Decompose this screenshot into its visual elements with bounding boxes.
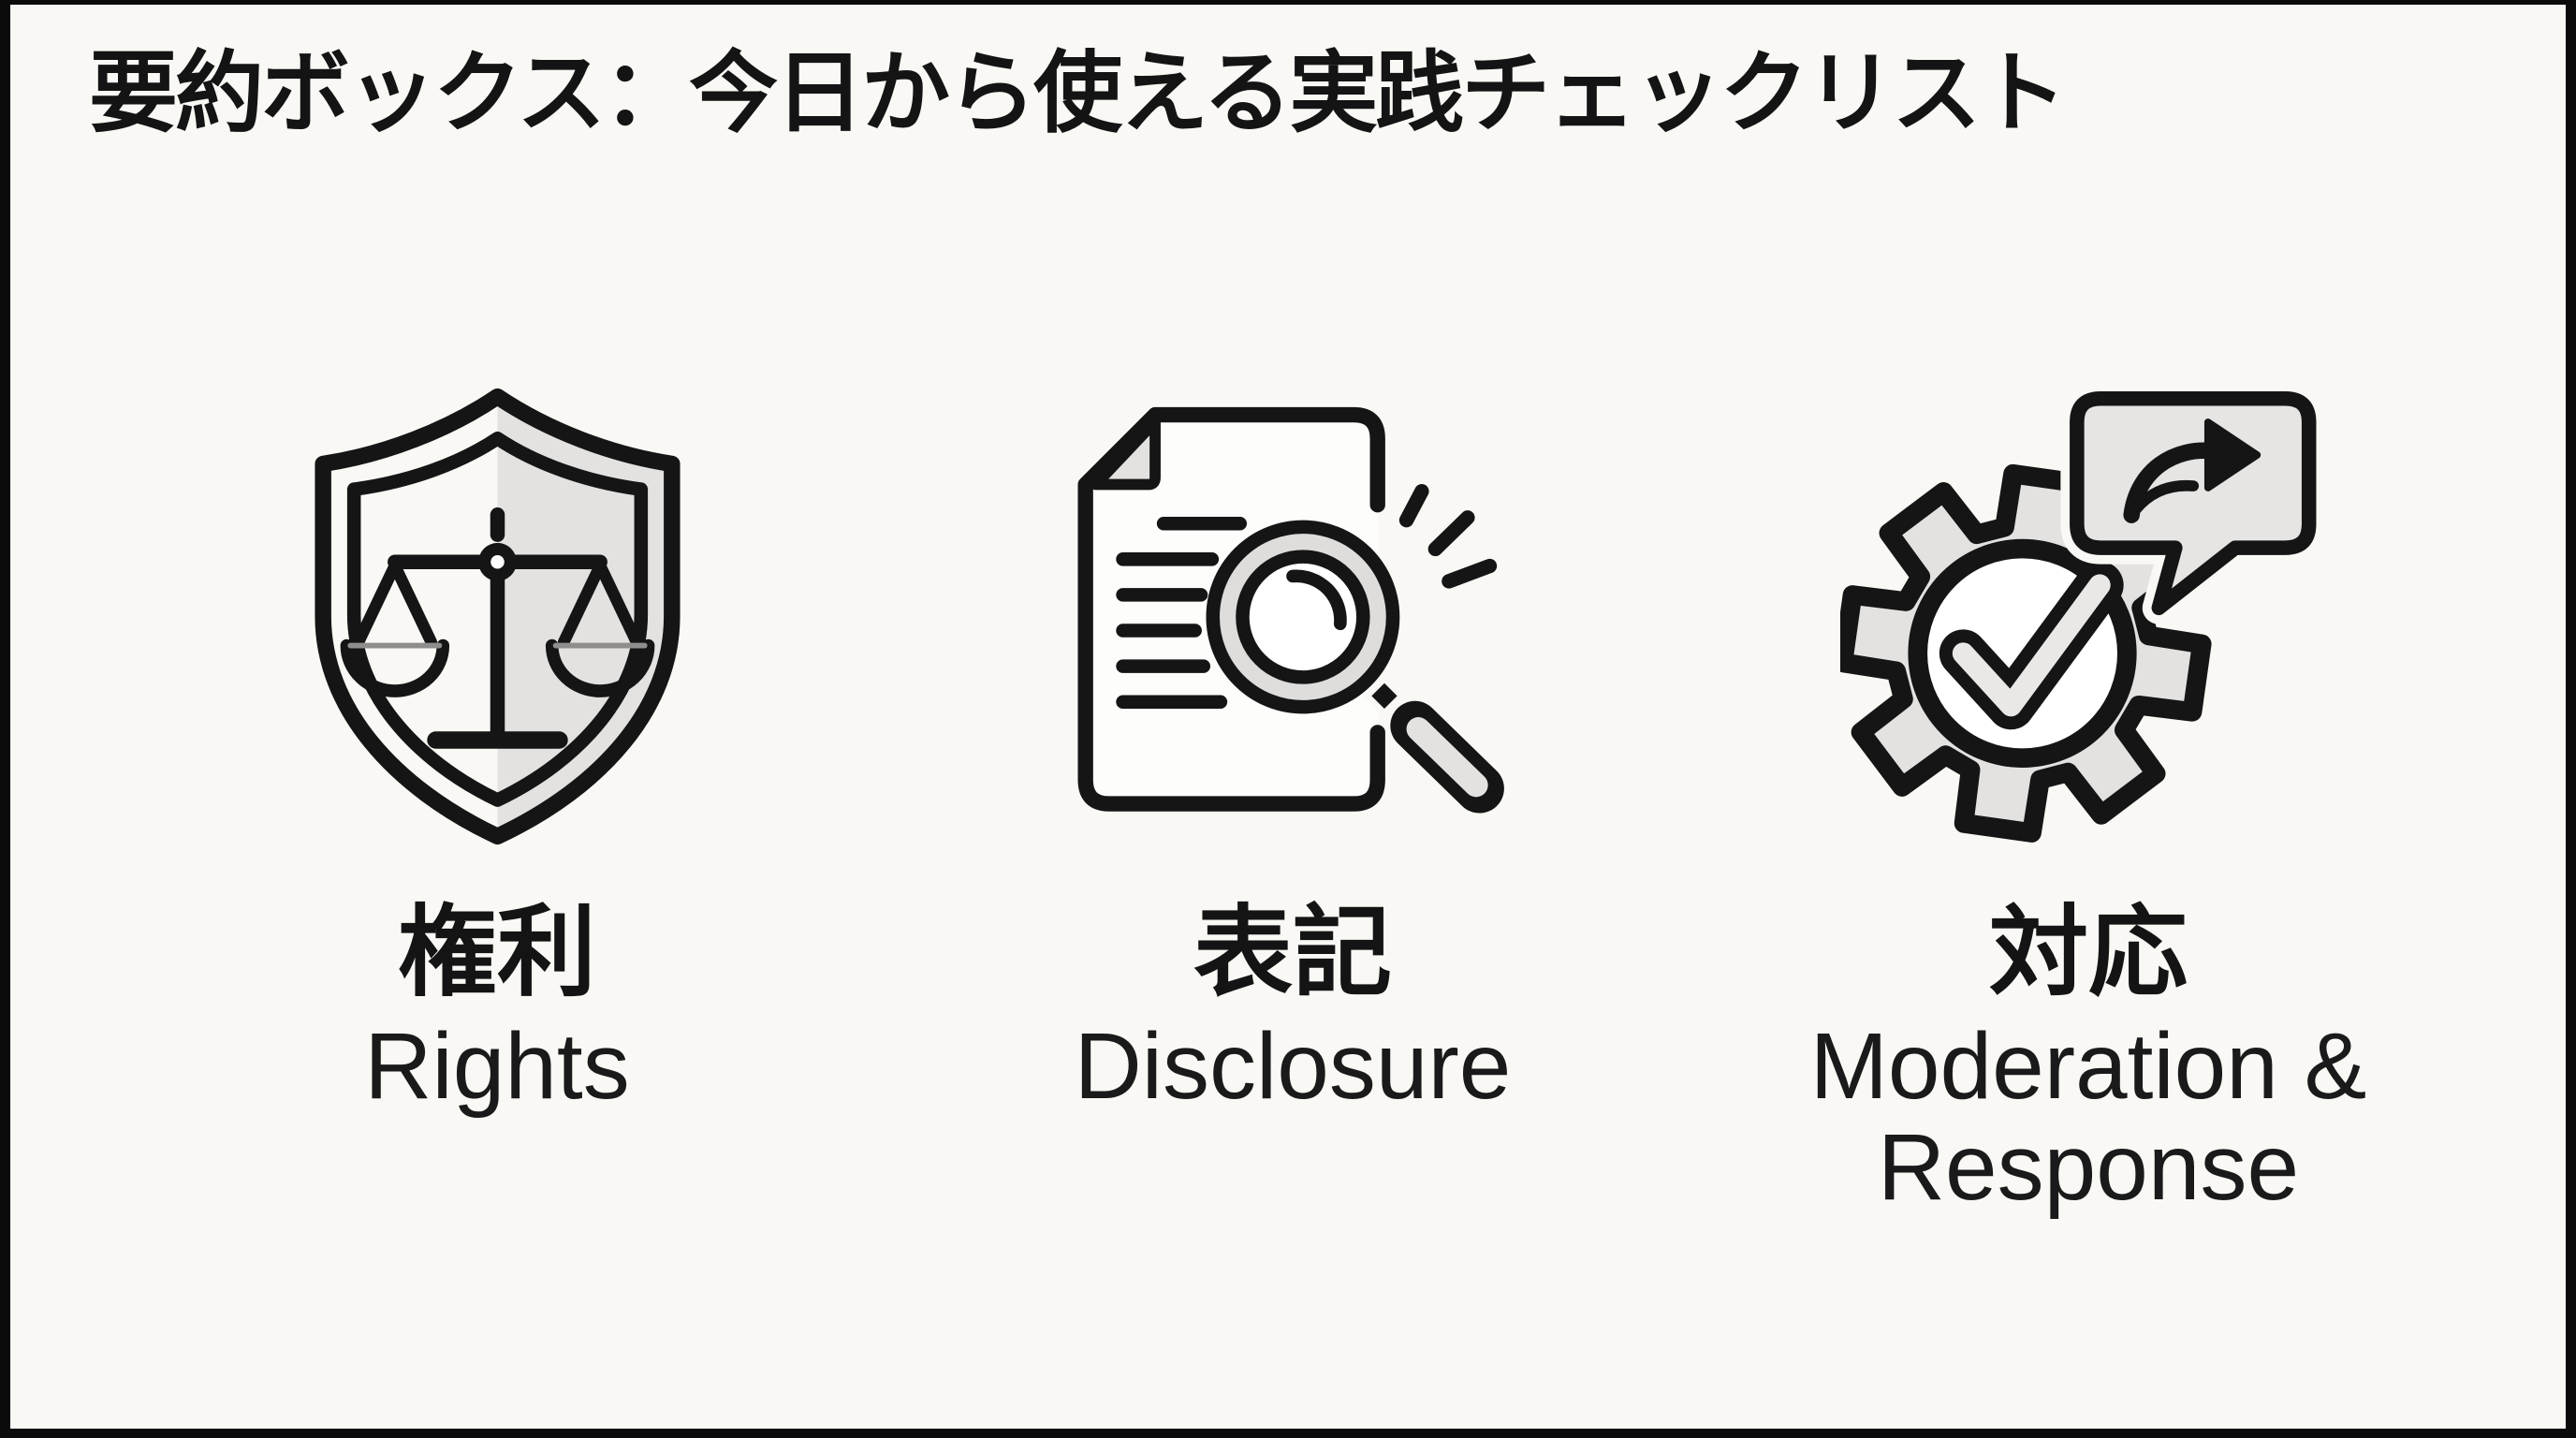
document-magnifier-svg: [1077, 406, 1504, 814]
column-disclosure: 表記 Disclosure: [965, 377, 1620, 1218]
gear-check-speech-svg: [1840, 389, 2326, 843]
label-jp-disclosure: 表記: [1193, 897, 1392, 1008]
column-rights: 権利 Rights: [169, 377, 825, 1218]
label-en-rights: Rights: [364, 1013, 630, 1119]
label-jp-rights: 権利: [398, 897, 596, 1008]
label-jp-moderation: 対応: [1989, 897, 2188, 1008]
label-en-disclosure: Disclosure: [1074, 1013, 1512, 1119]
document-magnifier-icon: [1055, 377, 1530, 857]
column-moderation: 対応 Moderation & Response: [1761, 377, 2416, 1218]
shield-scales-icon: [298, 377, 697, 857]
shield-scales-svg: [314, 389, 681, 845]
checklist-columns: 権利 Rights: [10, 377, 2566, 1218]
page-title: 要約ボックス：今日から使える実践チェックリスト: [89, 44, 2067, 143]
gear-check-speech-icon: [1840, 377, 2336, 857]
label-en-moderation: Moderation & Response: [1809, 1013, 2367, 1220]
